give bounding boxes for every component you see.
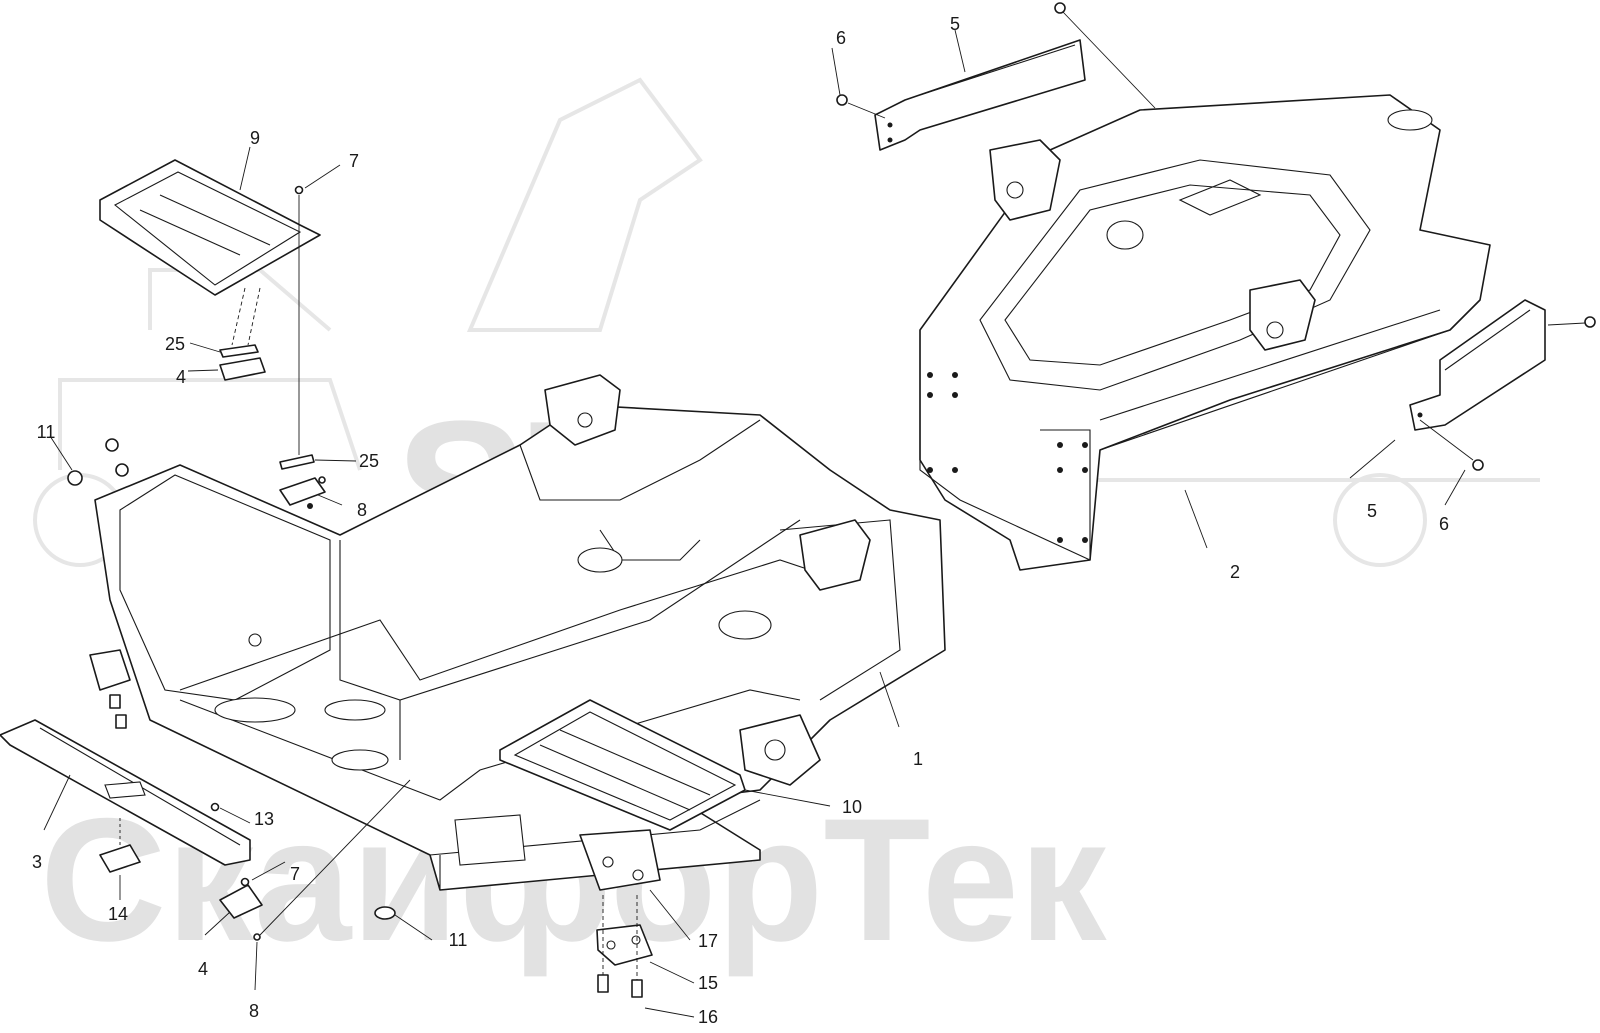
side-cover-part-5-upper (874, 39, 1086, 151)
hinges-part-4 (219, 357, 326, 919)
callout-7a: 7 (349, 151, 359, 171)
upper-frame-part-2 (919, 94, 1491, 571)
callout-16: 16 (698, 1007, 718, 1027)
callout-5a: 5 (950, 14, 960, 34)
callout-4b: 4 (198, 959, 208, 979)
side-cover-part-5-lower (1409, 299, 1546, 431)
callout-14: 14 (108, 904, 128, 924)
callout-6a: 6 (836, 28, 846, 48)
callout-1: 1 (913, 749, 923, 769)
lower-frame-part-1 (89, 374, 946, 891)
callout-15: 15 (698, 973, 718, 993)
callout-3: 3 (32, 852, 42, 872)
label-sticker-part-14 (99, 818, 141, 873)
callout-11a: 11 (37, 422, 56, 442)
bolts-part-6 (836, 2, 1596, 471)
callout-5b: 5 (1367, 501, 1377, 521)
callout-labels: 1 2 3 4 4 5 5 6 6 7 7 8 8 9 10 11 11 13 … (32, 14, 1449, 1027)
callout-4a: 4 (176, 367, 186, 387)
callout-8b: 8 (249, 1001, 259, 1021)
bottom-plate-part-3 (0, 719, 251, 866)
callout-9: 9 (250, 128, 260, 148)
fasteners (67, 185, 653, 998)
callout-8a: 8 (357, 500, 367, 520)
strips-part-25 (219, 344, 315, 470)
callout-25a: 25 (165, 334, 185, 354)
callout-7b: 7 (290, 864, 300, 884)
callout-6b: 6 (1439, 514, 1449, 534)
callout-13: 13 (254, 809, 274, 829)
cover-plate-part-9 (99, 159, 321, 296)
callout-2: 2 (1230, 562, 1240, 582)
callout-11b: 11 (449, 930, 468, 950)
callout-25b: 25 (359, 451, 379, 471)
callout-10: 10 (842, 797, 862, 817)
callout-leaders (43, 29, 1466, 1018)
callout-17: 17 (698, 931, 718, 951)
